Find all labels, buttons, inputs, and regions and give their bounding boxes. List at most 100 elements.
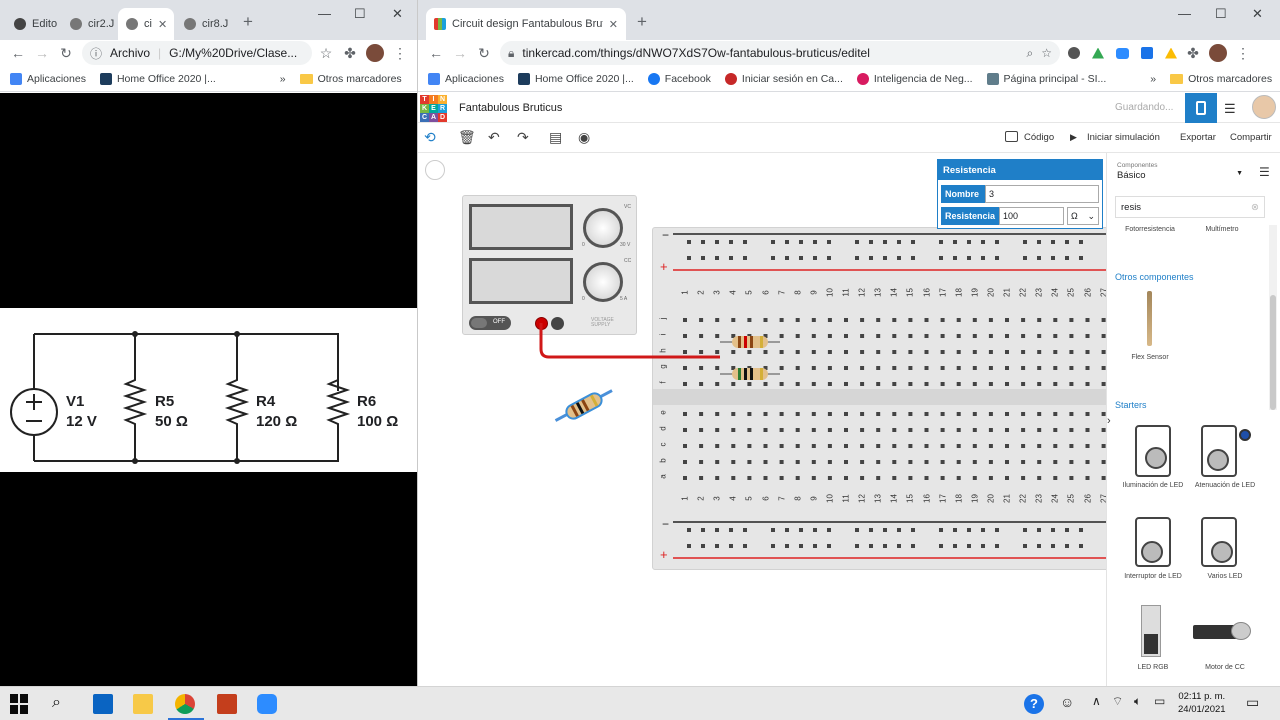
breadboard-hole[interactable] <box>701 256 705 260</box>
redo-icon[interactable]: ↷ <box>517 129 529 145</box>
breadboard-hole[interactable] <box>939 240 943 244</box>
breadboard-hole[interactable] <box>956 382 961 386</box>
breadboard-hole[interactable] <box>940 366 945 370</box>
breadboard-hole[interactable] <box>779 412 784 416</box>
breadboard-hole[interactable] <box>908 366 913 370</box>
breadboard-hole[interactable] <box>911 240 915 244</box>
breadboard-hole[interactable] <box>844 444 848 448</box>
bookmark-apps[interactable]: Aplicaciones <box>10 72 86 85</box>
code-button[interactable]: Código <box>1024 132 1055 143</box>
bookmark-item[interactable]: Facebook <box>647 72 711 85</box>
breadboard-hole[interactable] <box>827 318 832 322</box>
breadboard-hole[interactable] <box>779 460 784 464</box>
breadboard-hole[interactable] <box>1101 366 1106 370</box>
breadboard-hole[interactable] <box>1053 412 1058 416</box>
breadboard-hole[interactable] <box>743 256 747 260</box>
red-wire[interactable] <box>539 323 720 359</box>
breadboard-hole[interactable] <box>956 476 961 480</box>
breadboard-hole[interactable] <box>1053 476 1058 480</box>
breadboard-hole[interactable] <box>855 256 859 260</box>
extension-icon[interactable] <box>1068 47 1080 59</box>
breadboard-hole[interactable] <box>953 240 957 244</box>
drive-icon-2[interactable] <box>1165 47 1177 59</box>
breadboard-hole[interactable] <box>827 240 831 244</box>
breadboard-hole[interactable] <box>1079 544 1083 548</box>
breadboard-hole[interactable] <box>779 366 784 370</box>
breadboard-hole[interactable] <box>1053 382 1058 386</box>
starter-dc-motor[interactable]: Motor de CC <box>1205 664 1245 671</box>
breadboard-hole[interactable] <box>1021 412 1026 416</box>
breadboard-hole[interactable] <box>1037 318 1042 322</box>
breadboard-hole[interactable] <box>763 318 768 322</box>
breadboard-hole[interactable] <box>1101 460 1106 464</box>
export-button[interactable]: Exportar <box>1180 132 1216 143</box>
breadboard-hole[interactable] <box>924 318 929 322</box>
breadboard-hole[interactable] <box>924 428 929 432</box>
chrome-icon[interactable] <box>175 694 195 714</box>
forward-arrow-icon[interactable]: → <box>453 45 467 61</box>
code-icon[interactable] <box>1005 131 1018 142</box>
minimize-icon[interactable]: — <box>318 6 331 21</box>
breadboard-hole[interactable] <box>1065 256 1069 260</box>
starter-multiple-leds-image[interactable] <box>1201 517 1237 567</box>
breadboard-hole[interactable] <box>844 318 848 322</box>
breadboard-hole[interactable] <box>844 428 848 432</box>
breadboard-hole[interactable] <box>799 256 803 260</box>
breadboard-hole[interactable] <box>876 334 881 338</box>
breadboard-hole[interactable] <box>967 256 971 260</box>
breadboard-hole[interactable] <box>811 476 816 480</box>
breadboard-hole[interactable] <box>1053 334 1058 338</box>
profile-avatar[interactable] <box>1209 44 1227 62</box>
breadboard-hole[interactable] <box>1037 528 1041 532</box>
breadboard-hole[interactable] <box>988 476 993 480</box>
breadboard-hole[interactable] <box>876 350 881 354</box>
starter-led-dimming[interactable]: Atenuación de LED <box>1194 482 1256 489</box>
breadboard-hole[interactable] <box>1051 256 1055 260</box>
circuit-canvas[interactable]: VC 30 V 0 CC 5 A 0 OFF VOLTAGE SUPPLY − … <box>418 153 1106 686</box>
zoom-icon[interactable]: ⌕ <box>1026 45 1034 60</box>
breadboard-hole[interactable] <box>715 256 719 260</box>
breadboard-hole[interactable] <box>1021 444 1026 448</box>
breadboard-hole[interactable] <box>715 476 720 480</box>
breadboard-hole[interactable] <box>956 334 961 338</box>
breadboard-hole[interactable] <box>811 318 816 322</box>
bookmark-item[interactable]: Aplicaciones <box>428 72 504 85</box>
breadboard-hole[interactable] <box>1069 334 1074 338</box>
breadboard-hole[interactable] <box>1037 256 1041 260</box>
breadboard-hole[interactable] <box>924 382 929 386</box>
file-explorer-icon[interactable] <box>133 694 153 714</box>
breadboard-hole[interactable] <box>1069 366 1074 370</box>
breadboard-hole[interactable] <box>940 350 945 354</box>
breadboard-hole[interactable] <box>811 460 816 464</box>
breadboard-hole[interactable] <box>827 528 831 532</box>
breadboard-hole[interactable] <box>763 428 768 432</box>
breadboard-hole[interactable] <box>860 334 865 338</box>
breadboard-hole[interactable] <box>1023 240 1027 244</box>
breadboard-hole[interactable] <box>813 240 817 244</box>
breadboard-hole[interactable] <box>995 544 999 548</box>
breadboard-hole[interactable] <box>988 318 993 322</box>
breadboard-hole[interactable] <box>988 382 993 386</box>
breadboard-hole[interactable] <box>908 382 913 386</box>
breadboard-hole[interactable] <box>699 366 704 370</box>
clock[interactable]: 02:11 p. m. 24/01/2021 <box>1178 690 1226 716</box>
breadboard-hole[interactable] <box>799 544 803 548</box>
breadboard-hole[interactable] <box>1021 428 1026 432</box>
breadboard-hole[interactable] <box>1023 528 1027 532</box>
breadboard-hole[interactable] <box>1085 444 1090 448</box>
breadboard-hole[interactable] <box>855 528 859 532</box>
breadboard-hole[interactable] <box>855 544 859 548</box>
breadboard-hole[interactable] <box>731 476 736 480</box>
breadboard-hole[interactable] <box>785 240 789 244</box>
breadboard-hole[interactable] <box>883 544 887 548</box>
breadboard-hole[interactable] <box>1005 334 1009 338</box>
breadboard-hole[interactable] <box>860 476 865 480</box>
breadboard-hole[interactable] <box>869 240 873 244</box>
breadboard-hole[interactable] <box>860 350 865 354</box>
breadboard-hole[interactable] <box>939 544 943 548</box>
breadboard-hole[interactable] <box>813 256 817 260</box>
breadboard-hole[interactable] <box>699 318 704 322</box>
breadboard-hole[interactable] <box>892 412 897 416</box>
left-address-bar[interactable]: ⓘ Archivo | G:/My%20Drive/Clase... <box>82 41 312 65</box>
close-window-icon[interactable]: ✕ <box>1252 6 1263 21</box>
